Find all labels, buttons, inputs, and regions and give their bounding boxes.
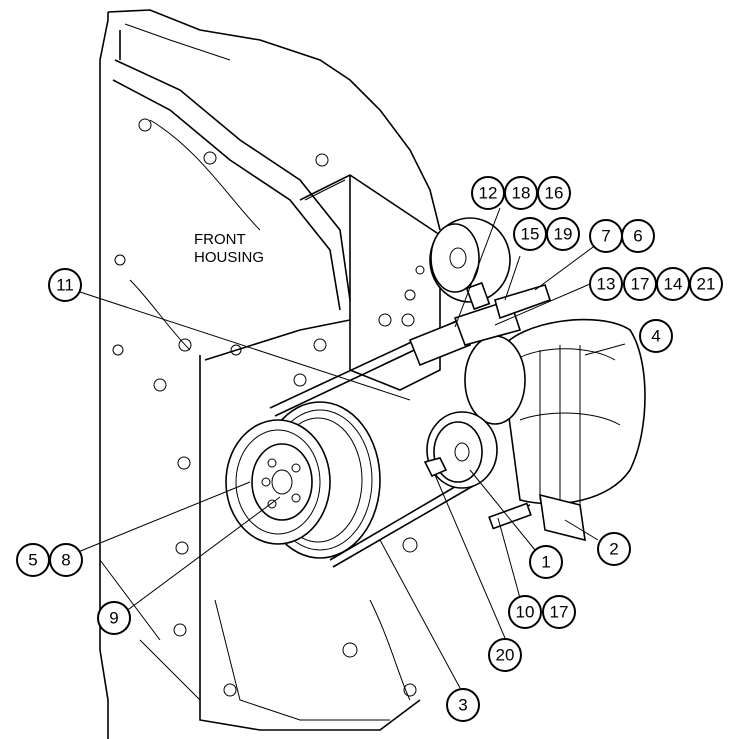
callout-17-bottom: 17 [542, 595, 576, 629]
callout-7: 7 [589, 219, 623, 253]
callout-5: 5 [16, 543, 50, 577]
svg-text:10: 10 [516, 603, 535, 622]
svg-text:12: 12 [479, 184, 498, 203]
callouts: 12 18 16 15 19 7 6 11 13 17 14 21 4 2 1 … [16, 176, 723, 722]
leader-10 [497, 517, 521, 599]
callout-2: 2 [597, 532, 631, 566]
svg-text:17: 17 [631, 275, 650, 294]
leader-5 [77, 481, 251, 553]
idler-pulley [429, 217, 511, 303]
svg-text:8: 8 [61, 551, 70, 570]
leader-9 [124, 496, 281, 613]
callout-14: 14 [656, 267, 690, 301]
housing-label-line1: FRONT [194, 231, 246, 248]
callout-12: 12 [471, 176, 505, 210]
housing-label-line2: HOUSING [194, 249, 264, 266]
callout-16: 16 [537, 176, 571, 210]
callout-10: 10 [508, 595, 542, 629]
svg-text:11: 11 [56, 276, 74, 295]
alternator [426, 318, 646, 542]
leader-20 [434, 474, 506, 639]
callout-8: 8 [49, 543, 83, 577]
leader-11 [79, 291, 411, 401]
leader-3 [379, 539, 461, 689]
svg-text:4: 4 [651, 327, 660, 346]
adjuster-bracket [408, 281, 552, 530]
callout-9: 9 [97, 601, 131, 635]
svg-text:2: 2 [609, 540, 618, 559]
leader-2 [564, 519, 599, 541]
svg-text:14: 14 [664, 275, 683, 294]
front-housing: FRONT HOUSING [99, 9, 441, 739]
svg-text:3: 3 [458, 696, 467, 715]
svg-text:20: 20 [496, 646, 515, 665]
leader-13 [494, 283, 591, 326]
svg-text:1: 1 [541, 553, 550, 572]
svg-text:21: 21 [697, 275, 716, 294]
callout-3: 3 [446, 688, 480, 722]
svg-text:5: 5 [28, 551, 37, 570]
svg-text:13: 13 [597, 275, 616, 294]
crankshaft-pulley [225, 401, 381, 559]
callout-6: 6 [621, 219, 655, 253]
callout-21: 21 [689, 267, 723, 301]
svg-text:6: 6 [633, 227, 642, 246]
leader-4 [584, 343, 626, 356]
callout-18: 18 [504, 176, 538, 210]
callout-19: 19 [546, 217, 580, 251]
svg-text:15: 15 [521, 225, 540, 244]
callout-4: 4 [639, 319, 673, 353]
svg-text:17: 17 [550, 603, 569, 622]
svg-text:16: 16 [545, 184, 564, 203]
callout-13: 13 [589, 267, 623, 301]
callout-15: 15 [513, 217, 547, 251]
leader-12 [454, 207, 501, 328]
svg-text:18: 18 [512, 184, 531, 203]
callout-20: 20 [488, 638, 522, 672]
svg-text:19: 19 [554, 225, 573, 244]
svg-text:9: 9 [109, 609, 118, 628]
callout-11: 11 [48, 268, 82, 302]
svg-text:7: 7 [601, 227, 610, 246]
callout-1: 1 [529, 545, 563, 579]
leader-15 [504, 255, 521, 301]
callout-17-top: 17 [623, 267, 657, 301]
leader-1 [469, 469, 536, 551]
